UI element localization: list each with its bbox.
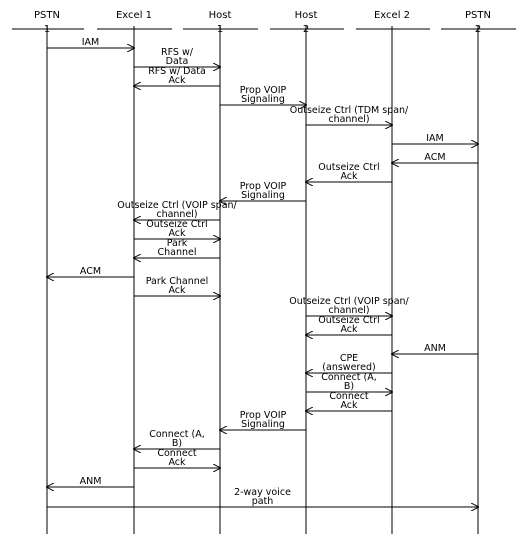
message-label: Connect: [157, 448, 197, 459]
message-label: path: [252, 496, 274, 507]
message-label: channel): [328, 114, 369, 125]
message-arrow: Connect (A,B): [134, 429, 220, 449]
message-label: Outseize Ctrl (TDM span/: [290, 105, 409, 116]
message-label: Prop VOIP: [240, 410, 287, 421]
message-label: Ack: [340, 171, 358, 182]
message-label: Prop VOIP: [240, 181, 287, 192]
message-arrow: ANM: [47, 476, 134, 487]
message-label: Outseize Ctrl: [318, 315, 379, 326]
message-label: Outseize Ctrl (VOIP span/: [117, 200, 237, 211]
message-label: B): [172, 438, 182, 449]
message-label: Signaling: [241, 94, 285, 105]
message-label: IAM: [82, 37, 100, 48]
message-label: Park: [167, 238, 188, 249]
participant-headers: PSTN1Excel 1Host1Host2Excel 2PSTN2: [12, 10, 516, 35]
message-arrow: Connect (A,B): [306, 372, 392, 392]
message-label: Channel: [157, 247, 196, 258]
message-label: (answered): [322, 362, 375, 373]
message-label: Outseize Ctrl: [318, 162, 379, 173]
message-label: Ack: [340, 400, 358, 411]
message-label: ANM: [80, 476, 102, 487]
message-arrow: ACM: [392, 152, 478, 163]
message-arrow: CPE(answered): [306, 353, 392, 373]
message-label: ACM: [424, 152, 445, 163]
message-arrow: IAM: [392, 133, 478, 144]
message-arrow: ANM: [392, 343, 478, 354]
message-label: Data: [166, 56, 189, 67]
participant-excel2-name: Excel 2: [374, 10, 410, 21]
message-label: IAM: [426, 133, 444, 144]
participant-pstn2-name: PSTN: [465, 10, 491, 21]
message-label: ANM: [424, 343, 446, 354]
message-label: ACM: [80, 266, 101, 277]
message-arrow: RFS w/Data: [134, 47, 220, 67]
message-arrow: Outseize Ctrl (TDM span/channel): [290, 105, 409, 125]
message-label: 2-way voice: [234, 487, 291, 498]
message-label: Ack: [340, 324, 358, 335]
message-label: Ack: [168, 285, 186, 296]
message-label: B): [344, 381, 354, 392]
message-label: Signaling: [241, 190, 285, 201]
message-label: RFS w/ Data: [148, 66, 206, 77]
message-label: channel): [156, 209, 197, 220]
message-label: Ack: [168, 457, 186, 468]
message-label: Connect (A,: [321, 372, 377, 383]
message-label: Connect (A,: [149, 429, 205, 440]
participant-excel1-name: Excel 1: [116, 10, 152, 21]
message-label: Ack: [168, 75, 186, 86]
participant-host1-name: Host: [209, 10, 232, 21]
message-label: RFS w/: [161, 47, 194, 58]
message-label: Prop VOIP: [240, 85, 287, 96]
message-arrow: Outseize Ctrl (VOIP span/channel): [289, 296, 410, 316]
message-label: Outseize Ctrl (VOIP span/: [289, 296, 409, 307]
participant-host2-name: Host: [295, 10, 318, 21]
message-label: CPE: [340, 353, 358, 364]
message-label: Outseize Ctrl: [146, 219, 207, 230]
participant-pstn1-name: PSTN: [34, 10, 60, 21]
message-arrow: IAM: [47, 37, 134, 48]
message-arrow: ACM: [47, 266, 134, 277]
message-label: Ack: [168, 228, 186, 239]
message-label: Park Channel: [146, 276, 209, 287]
message-label: channel): [328, 305, 369, 316]
message-label: Signaling: [241, 419, 285, 430]
message-arrow: Outseize Ctrl (VOIP span/channel): [117, 200, 238, 220]
message-label: Connect: [329, 391, 369, 402]
